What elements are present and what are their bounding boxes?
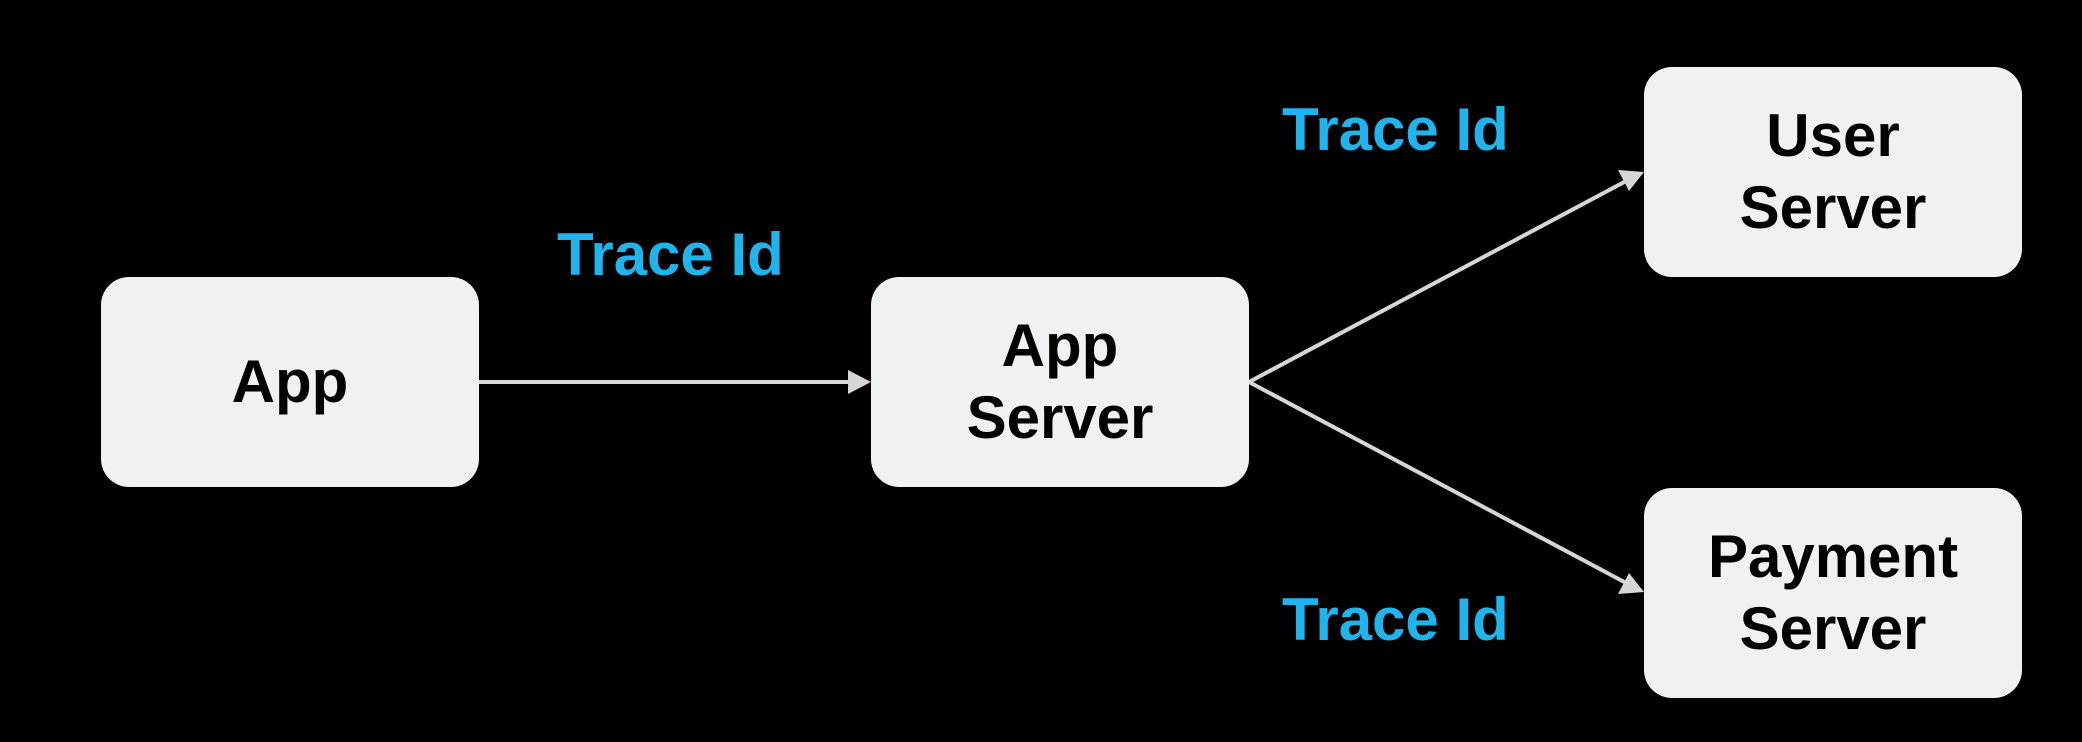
edge-label-app-to-app-server: Trace Id — [557, 221, 784, 288]
edge-label-app-server-to-user-server: Trace Id — [1282, 96, 1509, 163]
node-app: App — [101, 277, 479, 487]
node-app-server: App Server — [871, 277, 1249, 487]
edge-app-server-to-payment-server — [1248, 380, 1629, 586]
arrowhead-user-server — [1618, 170, 1644, 191]
node-user-server: User Server — [1644, 67, 2022, 277]
arrowhead-app-server — [848, 370, 871, 394]
node-payment-server: Payment Server — [1644, 488, 2022, 698]
edge-app-server-to-user-server — [1248, 178, 1629, 384]
arrowhead-payment-server — [1618, 573, 1644, 594]
edge-label-app-server-to-payment-server: Trace Id — [1282, 586, 1509, 653]
